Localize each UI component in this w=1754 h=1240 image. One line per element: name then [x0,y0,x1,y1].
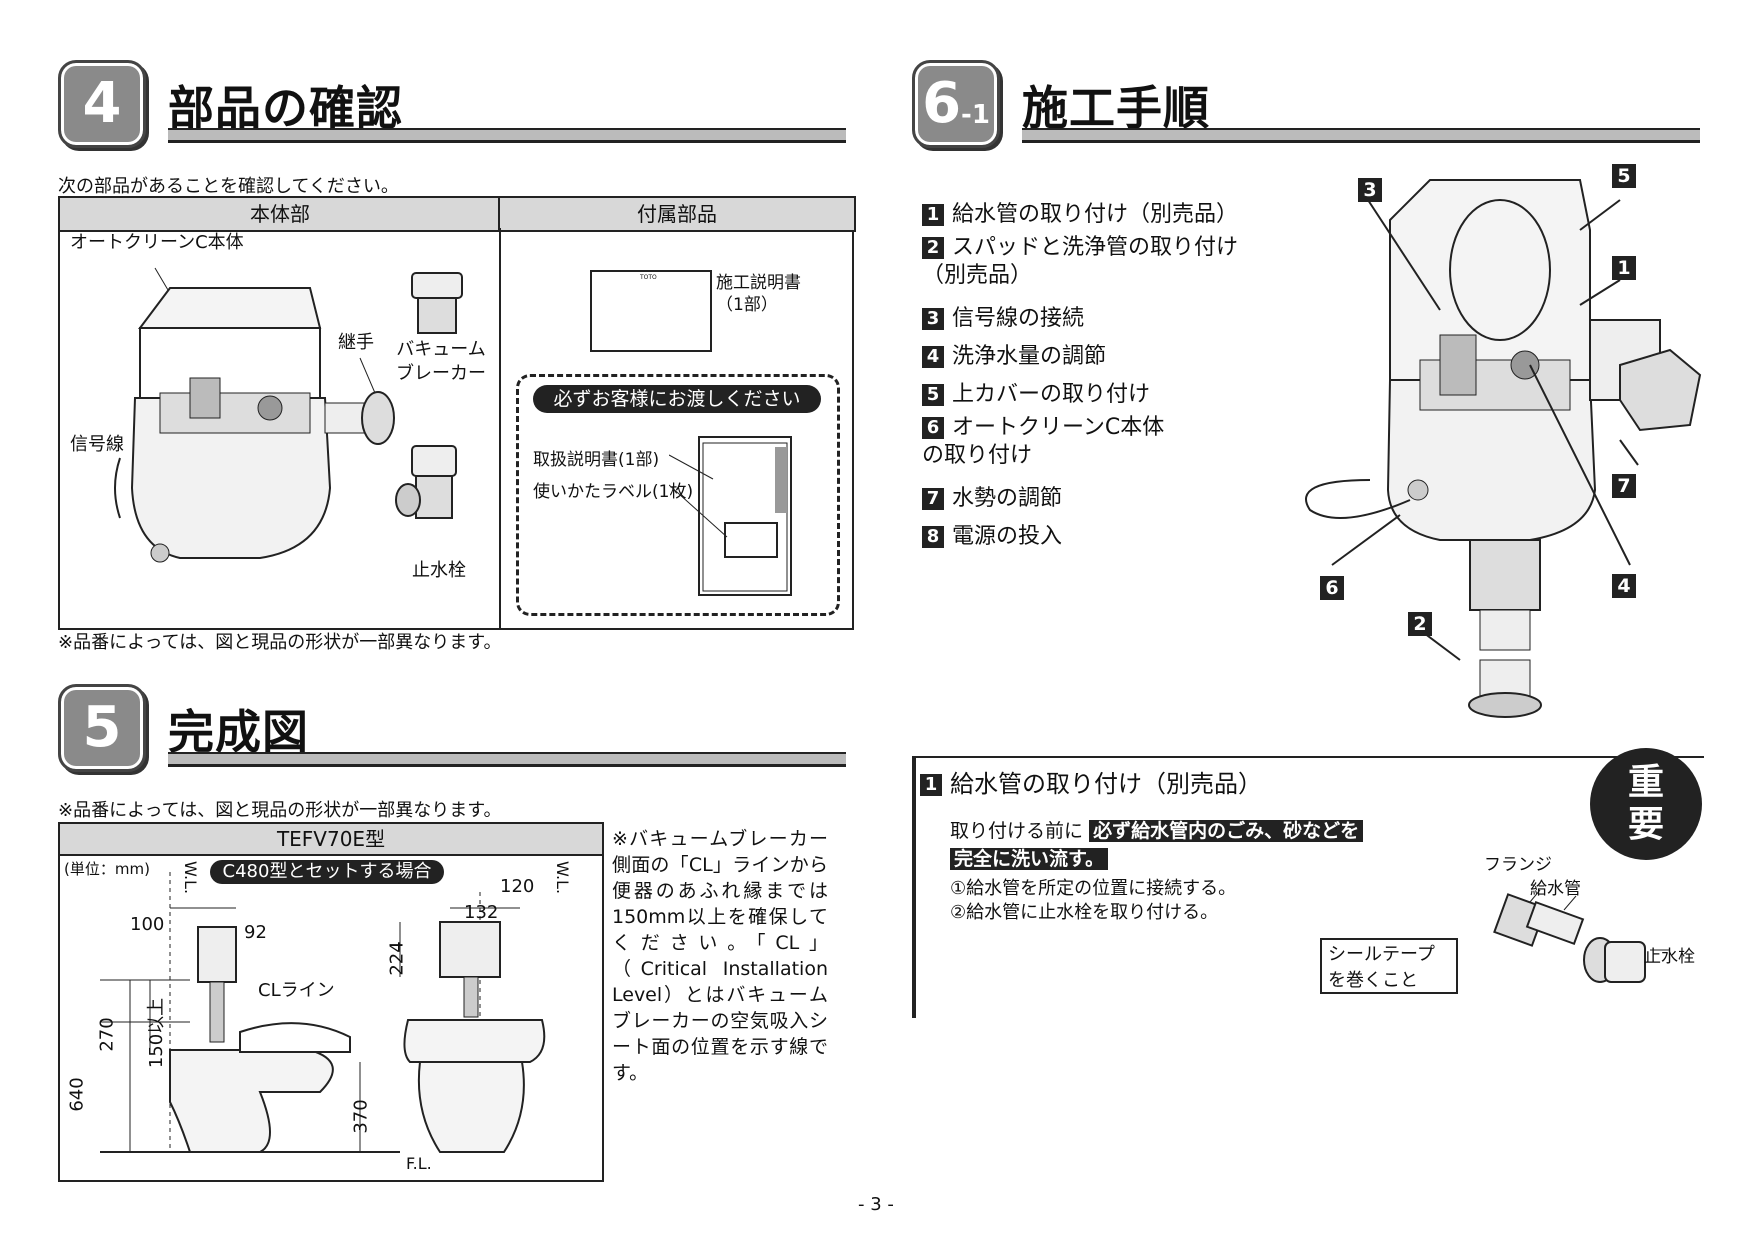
label-autoclean-body: オートクリーンC本体 [70,232,244,253]
cl-line-side-note: ※バキュームブレーカー側面の「CL」ラインから便器のあふれ縁までは 150mm以… [612,828,828,1084]
label-joint: 継手 [338,332,374,353]
install-manual-logo: TOTO [640,274,657,281]
seal-tape-note: シールテープ を巻くこと [1320,938,1458,994]
step1-top-rule [912,756,1704,758]
dim-370: 370 [350,1099,372,1134]
label-user-manual: 取扱説明書(1部) [533,450,660,470]
important-badge: 重 要 [1590,748,1702,860]
parts-header-accessory: 付属部品 [498,196,856,232]
label-stop-valve: 止水栓 [412,560,466,581]
section-4-intro: 次の部品があることを確認してください。 [58,176,399,197]
section-6-1-rule [1022,128,1700,143]
section-5-number: 5 [58,684,146,772]
supply-pipe-illustration [1493,889,1670,983]
parts-header-main: 本体部 [58,196,502,232]
callout-4: 4 [1612,574,1636,598]
dim-120: 120 [500,876,535,897]
label-flange: フランジ [1484,855,1552,875]
section-4-rule [168,128,846,143]
label-stopcock: 止水栓 [1644,947,1695,967]
section-4-footnote: ※品番によっては、図と現品の形状が一部異なります。 [58,632,502,653]
callout-3: 3 [1358,178,1382,202]
step1-item-2: ②給水管に止水栓を取り付ける。 [950,902,1219,923]
label-vacuum-breaker: バキューム ブレーカー [396,339,486,384]
callout-7: 7 [1612,474,1636,498]
set-label: C480型とセットする場合 [210,860,444,884]
completion-diagram: TEFV70E型 (単位：mm) C480型とセットする場合 W.L. W.L.… [58,822,604,1182]
dim-224: 224 [386,941,408,976]
dim-100: 100 [130,914,165,935]
toilet-dimension-drawing [100,872,546,1153]
dim-92: 92 [244,922,267,943]
user-manual-illustration [669,436,792,596]
parts-table: 本体部 付属部品 オートクリーンC本体 継手 バキューム ブレーカー 信号線 止… [58,196,856,630]
section-6-1-number: 6-1 [912,60,1000,148]
label-supply-pipe: 給水管 [1530,879,1581,899]
step1-wash-instruction: 完全に洗い流す。 [950,844,1109,871]
label-usage-label: 使いかたラベル(1枚) [533,482,694,502]
section-5-rule [168,752,846,767]
step1-item-1: ①給水管を所定の位置に接続する。 [950,878,1237,899]
customer-handover-box: 必ずお客様にお渡しください 取扱説明書(1部) 使いかたラベル(1枚) [516,374,840,616]
parts-divider [499,228,501,628]
step1-side-bar [912,758,916,1018]
page-number: - 3 - [858,1194,894,1215]
dim-132: 132 [464,902,499,923]
install-manual-booklet: TOTO [590,270,712,352]
section-6-1-title: 施工手順 [1022,81,1210,135]
step1-before-instruction: 取り付ける前に 必ず給水管内のごみ、砂などを [950,816,1364,843]
callout-2: 2 [1408,612,1432,636]
model-header: TEFV70E型 [58,822,604,856]
callout-6: 6 [1320,576,1344,600]
dim-640: 640 [66,1077,88,1112]
callout-5: 5 [1612,164,1636,188]
label-install-manual: 施工説明書 （1部） [716,273,801,315]
section-5-title: 完成図 [168,705,309,759]
fl-label: F.L. [406,1154,432,1173]
section-4-title: 部品の確認 [168,81,403,135]
cl-line-label: CLライン [258,980,335,1001]
section-4-number: 4 [58,60,146,148]
dim-270: 270 [96,1017,118,1052]
autoclean-unit-illustration [114,267,463,563]
section-5-note: ※品番によっては、図と現品の形状が一部異なります。 [58,800,502,821]
unit-label: (単位：mm) [64,860,150,878]
callout-1: 1 [1612,256,1636,280]
installation-exploded-illustration [1305,179,1702,718]
dim-150-min: 150以上 [146,997,168,1069]
customer-handover-label: 必ずお客様にお渡しください [533,385,821,413]
label-signal-wire: 信号線 [70,434,124,455]
